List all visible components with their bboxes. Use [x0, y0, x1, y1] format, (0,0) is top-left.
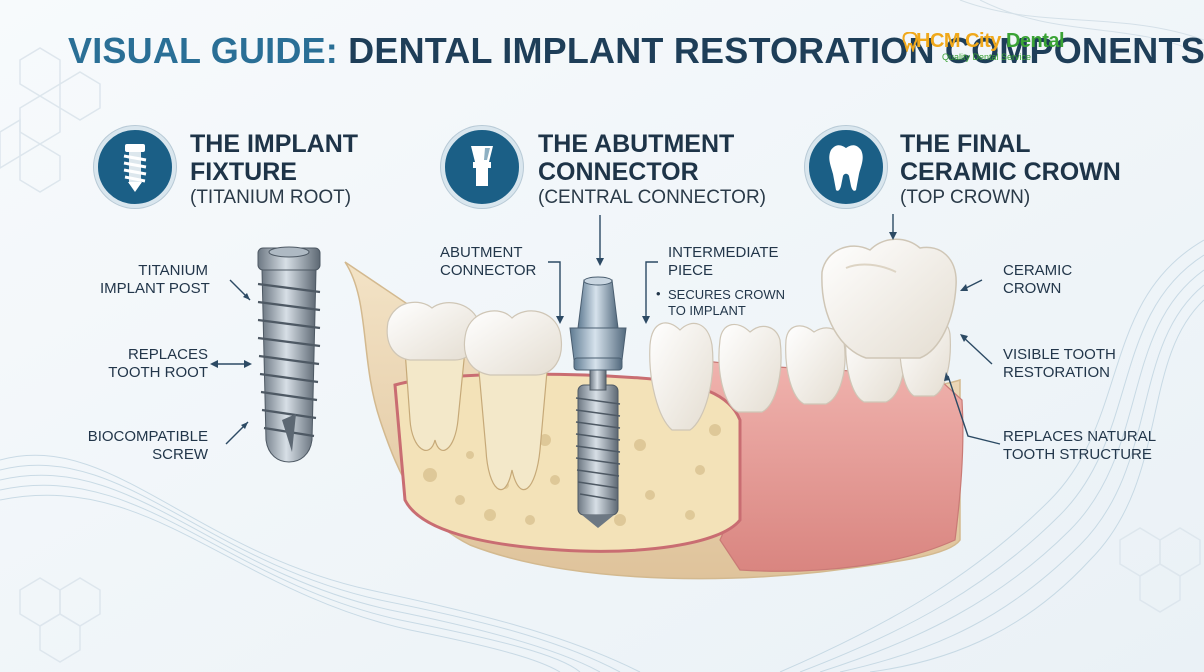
arrow-heads: [210, 232, 968, 429]
label-intermediate-piece: INTERMEDIATE PIECE: [668, 244, 779, 280]
label-abutment-connector-line1: ABUTMENT: [440, 244, 523, 261]
section-crown-title-line1: THE FINAL: [900, 130, 1031, 158]
crown-groove: [845, 263, 897, 273]
label-ceramic-crown-line2: CROWN: [1003, 280, 1062, 297]
implant-in-bone: [575, 384, 621, 528]
section-crown-title: THE FINAL CERAMIC CROWN: [900, 130, 1121, 186]
label-replaces-root-line1: REPLACES: [127, 346, 208, 363]
title-prefix: VISUAL GUIDE:: [68, 30, 338, 71]
bullet-dot: •: [656, 286, 661, 301]
badge-implant: [94, 126, 176, 208]
label-abutment-connector: ABUTMENT CONNECTOR: [440, 244, 536, 280]
label-titanium-post-line2: IMPLANT POST: [100, 280, 210, 297]
label-abutment-connector-line2: CONNECTOR: [440, 262, 537, 279]
label-secures-crown: SECURES CROWN TO IMPLANT: [668, 287, 785, 319]
tooth-icon: [829, 145, 863, 191]
screw-icon: [123, 144, 147, 192]
hexagon-pattern-bottom-right: [1119, 527, 1201, 613]
label-replaces-natural-line2: TOOTH STRUCTURE: [1003, 446, 1152, 463]
wave-lines-top-right: [959, 0, 1204, 56]
hexagon-pattern-left: [0, 47, 101, 193]
section-abutment-subtitle: (CENTRAL CONNECTOR): [538, 187, 767, 208]
badge-abutment: [441, 126, 523, 208]
hexagon-pattern-bottom-left: [19, 577, 101, 663]
tooth-root-2: [477, 359, 549, 491]
logo-tooth-icon: [902, 32, 918, 52]
section-implant-subtitle: (TITANIUM ROOT): [190, 187, 352, 208]
badge-crown: [805, 126, 887, 208]
implant-fixture-detail: [257, 246, 321, 463]
wave-lines-left: [0, 454, 641, 672]
label-replaces-natural: REPLACES NATURAL TOOTH STRUCTURE: [1003, 428, 1156, 464]
label-secures-crown-line2: TO IMPLANT: [668, 303, 746, 318]
logo-tagline: Quality Dental Service: [942, 52, 1032, 62]
section-implant-title-line1: THE IMPLANT: [190, 130, 359, 158]
label-biocompatible-screw-line2: SCREW: [152, 446, 208, 463]
label-intermediate-piece-line2: PIECE: [668, 262, 714, 279]
section-abutment-title-line1: THE ABUTMENT: [538, 130, 735, 158]
section-abutment-title: THE ABUTMENT CONNECTOR: [538, 130, 734, 186]
logo-name: HCM City Dental: [916, 30, 1065, 53]
wave-lines-right: [779, 239, 1204, 672]
label-replaces-natural-line1: REPLACES NATURAL: [1003, 428, 1157, 445]
label-biocompatible-screw: BIOCOMPATIBLE SCREW: [60, 428, 208, 464]
label-secures-crown-line1: SECURES CROWN: [668, 287, 786, 302]
label-visible-restoration-line1: VISIBLE TOOTH: [1003, 346, 1116, 363]
label-ceramic-crown: CERAMIC CROWN: [1003, 262, 1072, 298]
title-main: DENTAL IMPLANT RESTORATION COMPONENTS: [337, 30, 1204, 71]
section-crown-title-line2: CERAMIC CROWN: [900, 158, 1121, 186]
label-visible-restoration: VISIBLE TOOTH RESTORATION: [1003, 346, 1116, 382]
tooth-root-1: [404, 349, 466, 451]
label-visible-restoration-line2: RESTORATION: [1003, 364, 1110, 381]
tooth-crown-2: [463, 310, 562, 376]
section-abutment-title-line2: CONNECTOR: [538, 158, 699, 186]
logo-name-orange: HCM City: [916, 30, 1001, 52]
brand-logo: HCM City Dental Quality Dental Service: [902, 30, 1102, 70]
section-implant-title-line2: FIXTURE: [190, 158, 297, 186]
label-titanium-post-line1: TITANIUM: [138, 262, 208, 279]
tooth-crown-3: [649, 322, 714, 431]
label-ceramic-crown-line1: CERAMIC: [1003, 262, 1073, 279]
label-replaces-root-line2: TOOTH ROOT: [108, 364, 208, 381]
label-biocompatible-screw-line1: BIOCOMPATIBLE: [87, 428, 208, 445]
section-crown-subtitle: (TOP CROWN): [900, 187, 1031, 208]
tooth-crown-5: [785, 325, 846, 405]
page-title: VISUAL GUIDE: DENTAL IMPLANT RESTORATION…: [68, 30, 1204, 72]
abutment-icon: [471, 146, 493, 186]
logo-name-green: Dental: [1000, 30, 1065, 52]
label-titanium-post: TITANIUM IMPLANT POST: [100, 262, 210, 298]
section-implant-title: THE IMPLANT FIXTURE: [190, 130, 358, 186]
label-replaces-root: REPLACES TOOTH ROOT: [80, 346, 208, 382]
ceramic-crown: [821, 238, 957, 359]
abutment-in-mouth: [569, 276, 627, 391]
tooth-crown-4: [718, 323, 782, 413]
label-intermediate-piece-line1: INTERMEDIATE: [668, 244, 779, 261]
